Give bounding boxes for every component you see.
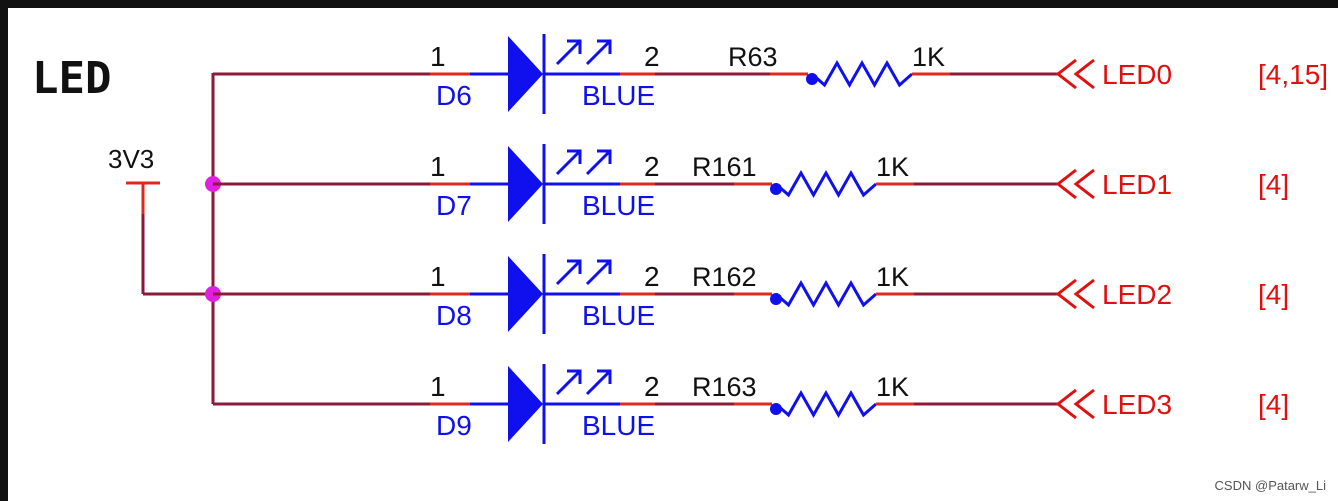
resistor-icon: [811, 59, 913, 89]
power-label: 3V3: [108, 144, 154, 174]
diode-pin2-label: 2: [644, 261, 660, 292]
resistor-value: 1K: [876, 152, 909, 182]
diode-icon: [508, 366, 543, 442]
diode-color-label: BLUE: [582, 300, 655, 331]
port-arrow-icon: [1055, 388, 1095, 420]
diode-designator: D7: [436, 190, 472, 221]
diode-color-label: BLUE: [582, 410, 655, 441]
resistor-icon: [775, 389, 877, 419]
diode-pin2-label: 2: [644, 151, 660, 182]
diode-designator: D6: [436, 80, 472, 111]
resistor-designator: R162: [692, 262, 757, 292]
diode-color-label: BLUE: [582, 190, 655, 221]
resistor-designator: R63: [728, 42, 778, 72]
diode-pin1-label: 1: [430, 41, 446, 72]
led-row: 1 2D7 BLUE R161 1K LED1 [4]: [213, 144, 1289, 224]
sheet-reference: [4]: [1258, 169, 1289, 200]
resistor-icon: [775, 169, 877, 199]
port-arrow-icon: [1055, 168, 1095, 200]
diode-designator: D8: [436, 300, 472, 331]
port-arrow-icon: [1055, 278, 1095, 310]
schematic-title: LED: [32, 53, 111, 104]
port-arrow-icon: [1055, 58, 1095, 90]
light-arrows-icon: [555, 369, 612, 396]
diode-color-label: BLUE: [582, 80, 655, 111]
diode-pin2-label: 2: [644, 41, 660, 72]
diode-pin1-label: 1: [430, 151, 446, 182]
led-row: 1 2D9 BLUE R163 1K LED3 [4]: [213, 364, 1289, 444]
resistor-value: 1K: [876, 262, 909, 292]
light-arrows-icon: [555, 259, 612, 286]
net-label: LED0: [1102, 59, 1172, 90]
net-label: LED2: [1102, 279, 1172, 310]
power-tee-icon: [126, 181, 213, 296]
watermark: CSDN @Patarw_Li: [1215, 478, 1327, 493]
net-label: LED1: [1102, 169, 1172, 200]
light-arrows-icon: [555, 39, 612, 66]
resistor-value: 1K: [876, 372, 909, 402]
net-label: LED3: [1102, 389, 1172, 420]
sheet-reference: [4,15]: [1258, 59, 1328, 90]
sheet-reference: [4]: [1258, 389, 1289, 420]
sheet-reference: [4]: [1258, 279, 1289, 310]
diode-pin2-label: 2: [644, 371, 660, 402]
diode-icon: [508, 146, 543, 222]
resistor-value: 1K: [912, 42, 945, 72]
led-row: 1 2D8 BLUE R162 1K LED2 [4]: [213, 254, 1289, 334]
diode-designator: D9: [436, 410, 472, 441]
top-border: [0, 0, 1338, 8]
led-row: 1 2D6 BLUE R63 1K LED0 [4,15]: [213, 34, 1328, 114]
resistor-icon: [775, 279, 877, 309]
diode-pin1-label: 1: [430, 261, 446, 292]
diode-pin1-label: 1: [430, 371, 446, 402]
resistor-designator: R161: [692, 152, 757, 182]
resistor-designator: R163: [692, 372, 757, 402]
diode-icon: [508, 36, 543, 112]
left-border: [0, 0, 8, 501]
light-arrows-icon: [555, 149, 612, 176]
diode-icon: [508, 256, 543, 332]
